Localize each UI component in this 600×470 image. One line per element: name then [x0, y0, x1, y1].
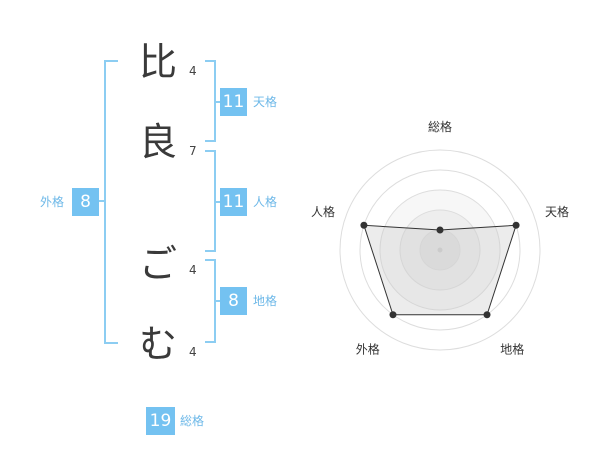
gaikaku-value: 8	[72, 188, 99, 216]
gaikaku-bracket	[104, 60, 118, 344]
chikaku-bracket	[205, 259, 216, 343]
radar-point-2	[483, 311, 491, 319]
soukaku-value: 19	[146, 407, 175, 435]
radar-axis-label-4: 人格	[311, 204, 335, 219]
tenkaku-bracket	[205, 60, 216, 142]
radar-point-3	[389, 311, 397, 319]
stroke-count-1: 4	[189, 64, 197, 78]
stroke-count-2: 7	[189, 144, 197, 158]
tenkaku-value: 11	[220, 88, 247, 116]
tenkaku-label: 天格	[253, 95, 278, 109]
radar-point-0	[436, 226, 444, 234]
stroke-count-3: 4	[189, 263, 197, 277]
tenkaku-bracket-tick	[216, 101, 221, 103]
chikaku-bracket-tick	[216, 300, 221, 302]
chikaku-value: 8	[220, 287, 247, 315]
radar-axis-label-3: 外格	[356, 342, 380, 357]
name-char-2: 良	[138, 120, 177, 164]
name-char-4: む	[138, 322, 177, 366]
jinkaku-value: 11	[220, 188, 247, 216]
radar-point-4	[360, 221, 368, 229]
jinkaku-bracket-tick	[216, 201, 221, 203]
radar-center	[437, 247, 443, 253]
chikaku-label: 地格	[253, 294, 278, 308]
radar-point-1	[512, 221, 520, 229]
radar-data-polygon	[363, 224, 517, 316]
name-char-1: 比	[138, 40, 177, 84]
jinkaku-bracket	[205, 150, 216, 252]
radar-axis-label-0: 総格	[428, 119, 452, 134]
radar-axis-label-1: 天格	[545, 204, 569, 219]
name-char-3: ご	[138, 242, 177, 286]
gaikaku-label: 外格	[40, 195, 65, 209]
gaikaku-bracket-tick	[98, 200, 104, 202]
stroke-count-4: 4	[189, 345, 197, 359]
radar-axis-label-2: 地格	[500, 342, 524, 357]
soukaku-label: 総格	[180, 414, 205, 428]
jinkaku-label: 人格	[253, 195, 278, 209]
